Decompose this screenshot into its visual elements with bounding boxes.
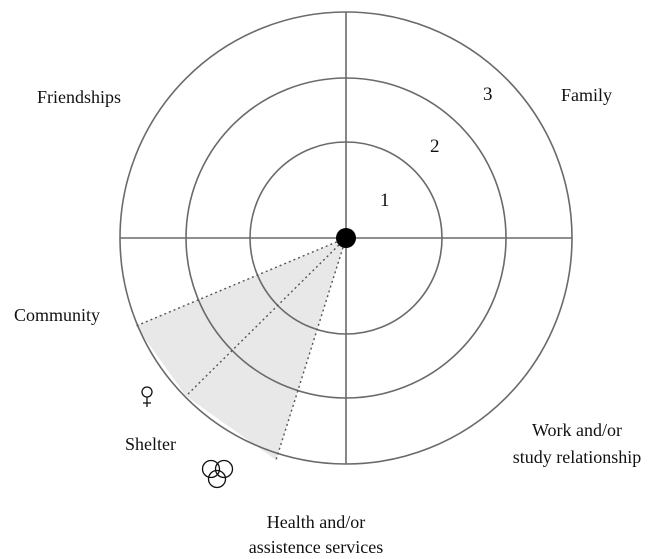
label-family: Family (561, 85, 612, 105)
label-work-line2: study relationship (513, 447, 642, 467)
ring-label-3: 3 (483, 84, 493, 105)
three-circles-icon (201, 459, 234, 489)
ring-label-2: 2 (430, 136, 440, 157)
label-friendships: Friendships (37, 87, 121, 107)
label-work-line1: Work and/or (532, 420, 622, 440)
label-health-line1: Health and/or (267, 512, 365, 532)
dotted-ray-health (275, 237, 347, 461)
ring-label-1: 1 (380, 190, 390, 211)
label-shelter: Shelter (125, 434, 176, 454)
label-health-line2: assistence services (249, 537, 383, 557)
highlighted-wedge (136, 238, 346, 460)
label-community: Community (14, 305, 100, 325)
female-symbol-icon (141, 386, 153, 407)
center-dot (336, 228, 356, 248)
